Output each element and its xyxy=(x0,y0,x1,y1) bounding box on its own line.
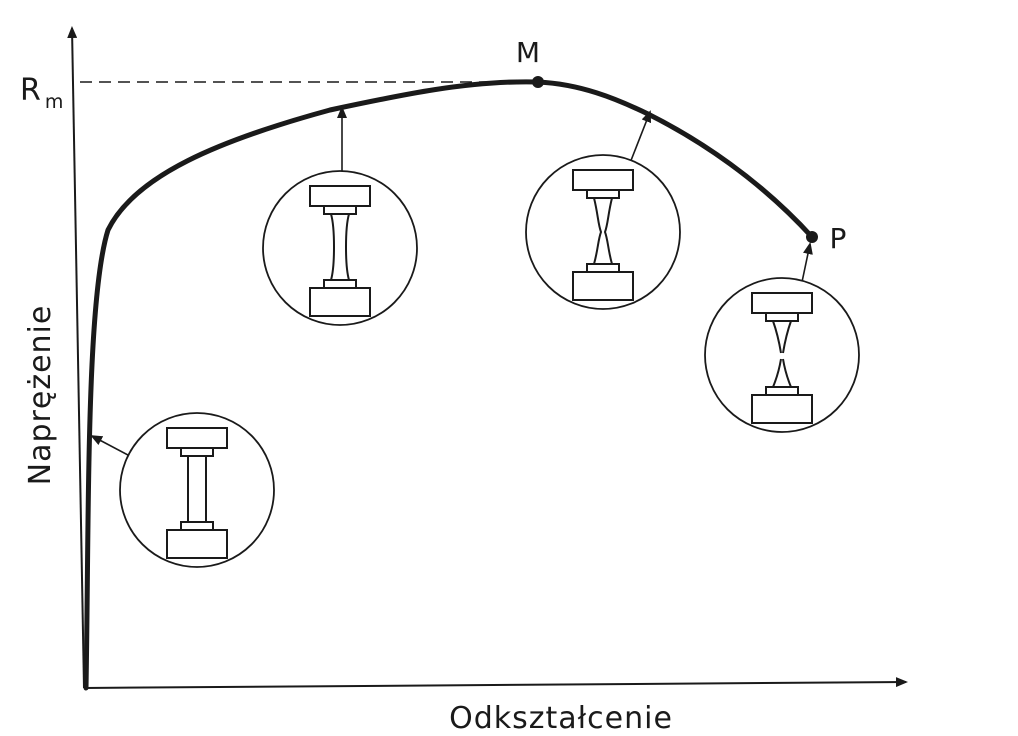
x-axis xyxy=(83,677,908,689)
y-axis-label: Naprężenie xyxy=(23,305,58,486)
specimen-elastic-icon xyxy=(119,412,275,568)
arrow-necking xyxy=(629,110,652,164)
point-p-marker xyxy=(806,231,818,243)
point-p-label: P xyxy=(830,222,847,255)
arrow-elastic xyxy=(90,435,129,456)
specimen-uniform-icon xyxy=(262,170,418,326)
specimen-necking-icon xyxy=(525,154,681,310)
rm-subscript: m xyxy=(45,91,64,113)
arrow-fracture xyxy=(801,242,813,283)
y-axis xyxy=(67,26,85,689)
pointer-arrows xyxy=(90,106,813,456)
axes xyxy=(67,26,908,689)
x-axis-label: Odkształcenie xyxy=(449,701,673,736)
point-m-marker xyxy=(532,76,544,88)
point-m-label: M xyxy=(516,36,540,69)
rm-symbol: R xyxy=(20,73,41,108)
stress-strain-curve xyxy=(83,79,815,691)
specimen-fracture-icon xyxy=(704,277,860,433)
